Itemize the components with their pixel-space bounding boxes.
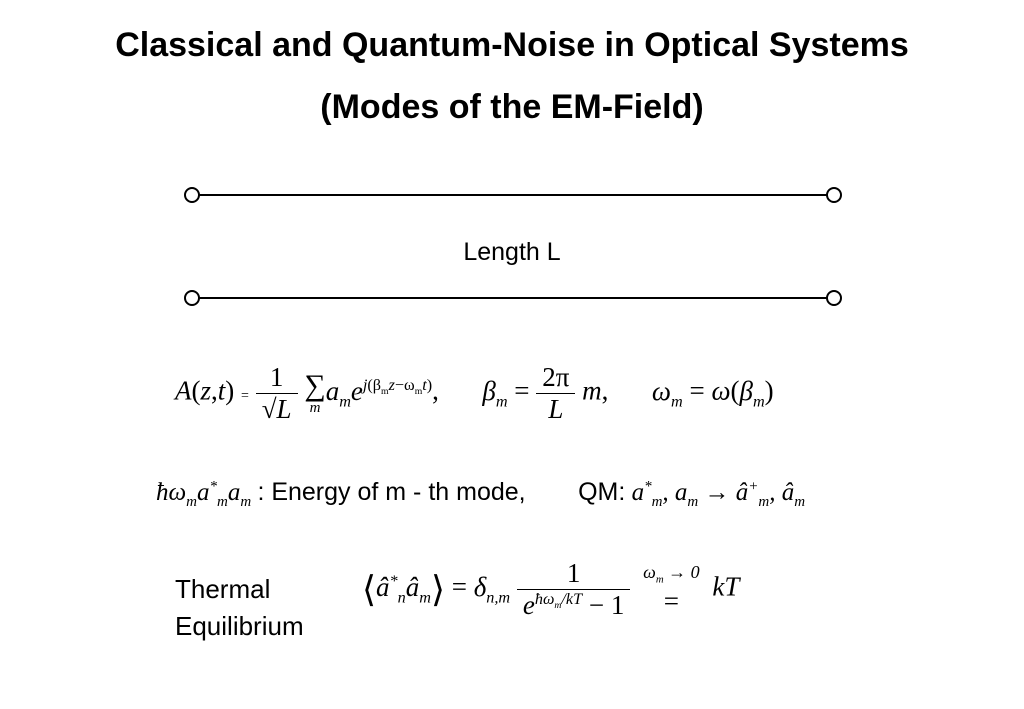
slide-title-line-2: (Modes of the EM-Field): [320, 88, 704, 126]
bottom-right-terminal: [826, 290, 842, 306]
bottom-conductor-line: [184, 290, 842, 306]
thermal-label-line-2: Equilibrium: [175, 611, 304, 641]
top-conductor-line: [184, 187, 842, 203]
slide-title-line-1: Classical and Quantum-Noise in Optical S…: [115, 26, 909, 64]
thermal-label-line-1: Thermal: [175, 574, 271, 604]
top-left-terminal: [184, 187, 200, 203]
bottom-left-terminal: [184, 290, 200, 306]
top-right-terminal: [826, 187, 842, 203]
energy-qm-equation: ħωma*mam : Energy of m - th mode, QM: a*…: [156, 478, 806, 510]
length-label: Length L: [463, 238, 561, 266]
thermal-equilibrium-label: Thermal Equilibrium: [175, 571, 304, 645]
